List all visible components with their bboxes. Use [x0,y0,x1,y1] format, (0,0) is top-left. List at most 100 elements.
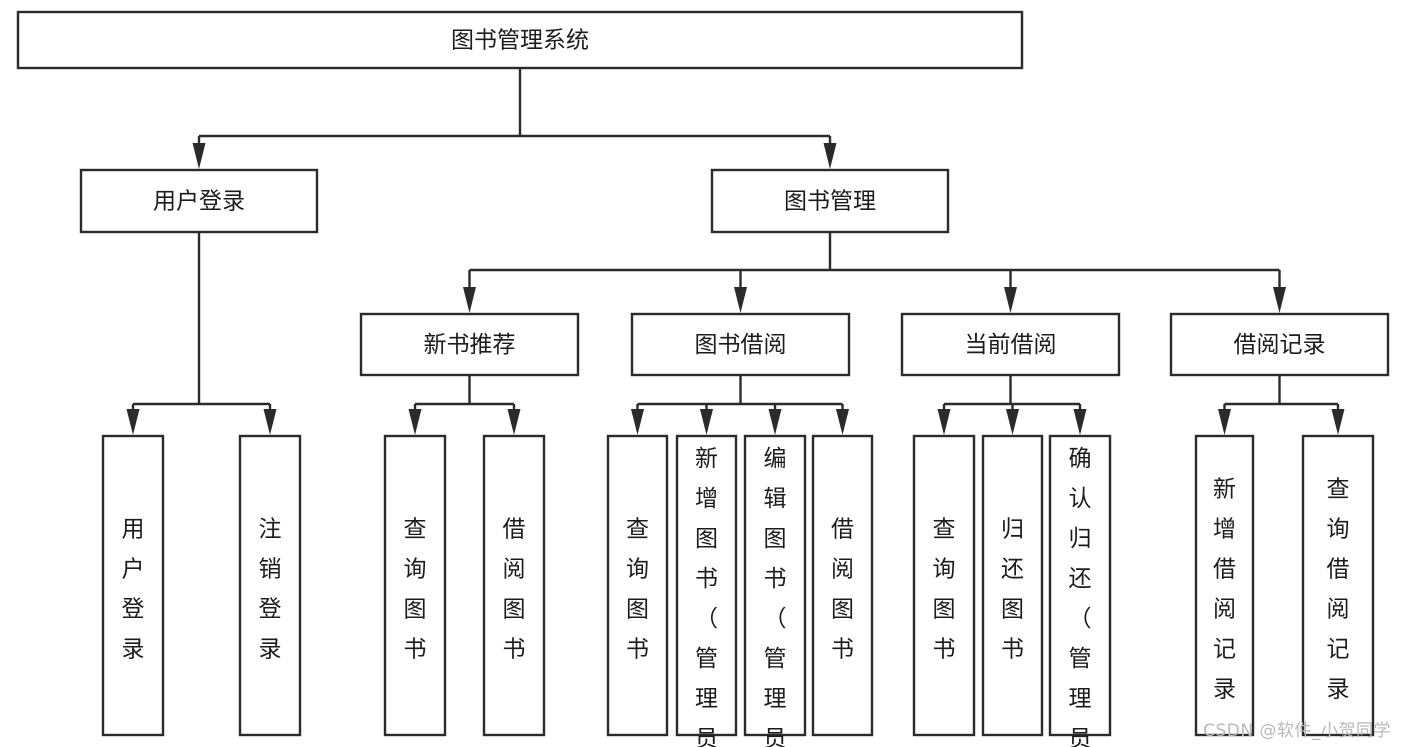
node-label-char: 归 [1001,517,1024,543]
node-box[interactable] [811,434,874,737]
node-box[interactable] [482,434,546,737]
node-label-char: 增 [695,486,718,512]
node-label-char: （ [1069,606,1092,632]
node-label-char: 新 [695,446,718,472]
node-login[interactable]: 用户登录 [79,168,319,234]
node-bookmgmt[interactable]: 图书管理 [710,168,950,234]
node-box[interactable] [675,434,738,737]
node-label-char: 理 [1069,686,1092,712]
node-label-char: 新 [1213,477,1236,503]
node-box[interactable] [900,312,1121,377]
node-newbook[interactable]: 新书推荐 [359,312,580,377]
node-box[interactable] [79,168,319,234]
node-label-char: 书 [1001,637,1024,663]
node-label-char: 还 [1001,557,1024,583]
node-label-char: 员 [764,726,787,747]
node-box[interactable] [981,434,1044,737]
node-label-char: 归 [1069,526,1092,552]
node-box[interactable] [238,434,302,737]
node-current[interactable]: 当前借阅 [900,312,1121,377]
node-label-char: 录 [259,637,282,663]
node-label-char: 询 [404,557,427,583]
node-root[interactable]: 图书管理系统 [16,10,1024,70]
node-label-char: 员 [1069,726,1092,747]
node-label-char: 书 [831,637,854,663]
node-label-char: 借 [1327,557,1350,583]
node-label-char: 员 [695,726,718,747]
node-leaf-user-login[interactable]: 用户登录 [101,434,165,737]
node-records[interactable]: 借阅记录 [1169,312,1390,377]
node-label-char: 查 [1327,477,1350,503]
connector-group [631,375,849,435]
node-label-char: 询 [933,557,956,583]
node-label-char: 图 [1001,597,1024,623]
node-label-char: 增 [1213,517,1236,543]
node-label-char: 录 [122,637,145,663]
node-layer: 图书管理系统用户登录图书管理新书推荐图书借阅当前借阅借阅记录用户登录注销登录查询… [16,10,1390,747]
node-label-char: 注 [259,517,282,543]
node-label-char: 图 [933,597,956,623]
node-box[interactable] [1194,434,1255,737]
node-label-char: 登 [122,597,145,623]
node-box[interactable] [101,434,165,737]
node-label-char: 阅 [503,557,526,583]
node-borrow[interactable]: 图书借阅 [630,312,851,377]
connector-group [126,232,277,435]
node-label-char: 认 [1069,486,1092,512]
node-label-char: （ [764,606,787,632]
node-label-char: 户 [122,557,145,583]
node-box[interactable] [1169,312,1390,377]
node-label-char: 登 [259,597,282,623]
node-box[interactable] [912,434,976,737]
connector-group [463,232,1286,313]
node-box[interactable] [1048,434,1112,737]
node-box[interactable] [1301,434,1375,737]
node-box[interactable] [16,10,1024,70]
node-label-char: 书 [933,637,956,663]
node-label-char: 询 [626,557,649,583]
node-label: 图书管理 [784,189,876,215]
node-box[interactable] [359,312,580,377]
node-label-char: 记 [1213,637,1236,663]
node-label-char: 查 [404,517,427,543]
node-label-char: 理 [764,686,787,712]
node-label-char: （ [695,606,718,632]
node-box[interactable] [383,434,447,737]
node-label-char: 图 [695,526,718,552]
node-label-char: 管 [695,646,718,672]
node-label-char: 录 [1213,677,1236,703]
node-label-char: 图 [831,597,854,623]
node-box[interactable] [630,312,851,377]
node-label-char: 借 [1213,557,1236,583]
node-label-char: 阅 [1213,597,1236,623]
node-label-char: 确 [1069,446,1092,472]
node-label-char: 编 [764,446,787,472]
node-box[interactable] [710,168,950,234]
node-label-char: 用 [122,517,145,543]
node-label-char: 借 [831,517,854,543]
node-label-char: 记 [1327,637,1350,663]
node-label: 图书借阅 [695,332,787,358]
node-label: 图书管理系统 [451,28,589,54]
node-label: 当前借阅 [965,332,1057,358]
connector-layer [126,68,1345,435]
node-box[interactable] [743,434,807,737]
node-label-char: 管 [764,646,787,672]
node-box[interactable] [606,434,669,737]
node-label-char: 辑 [764,486,787,512]
node-label-char: 理 [695,686,718,712]
